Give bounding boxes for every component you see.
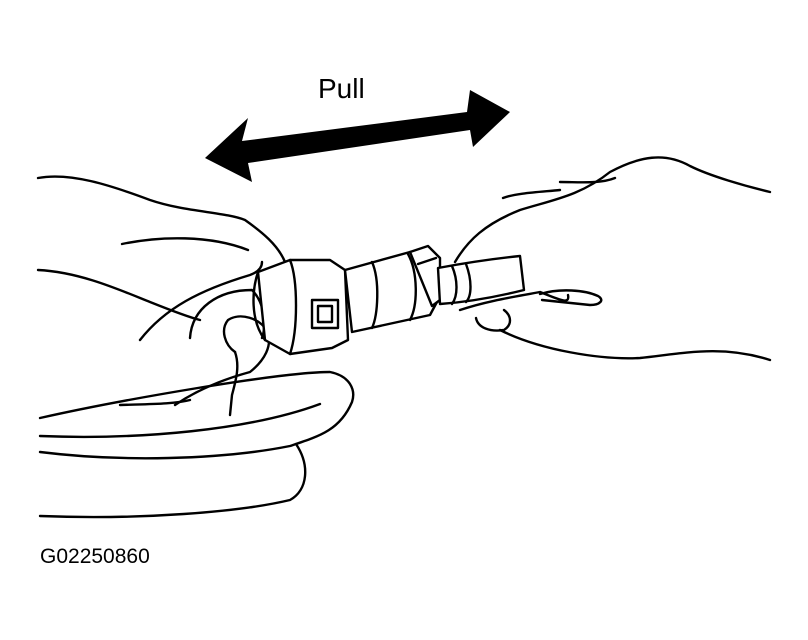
right-hand bbox=[453, 156, 772, 362]
pump-housing-base bbox=[38, 370, 355, 519]
pull-label: Pull bbox=[318, 73, 365, 104]
figure-code: G02250860 bbox=[40, 545, 150, 568]
pull-arrow-icon bbox=[205, 90, 510, 182]
fuel-hose bbox=[436, 254, 526, 306]
left-hand bbox=[36, 175, 287, 417]
quick-connector bbox=[188, 244, 442, 356]
